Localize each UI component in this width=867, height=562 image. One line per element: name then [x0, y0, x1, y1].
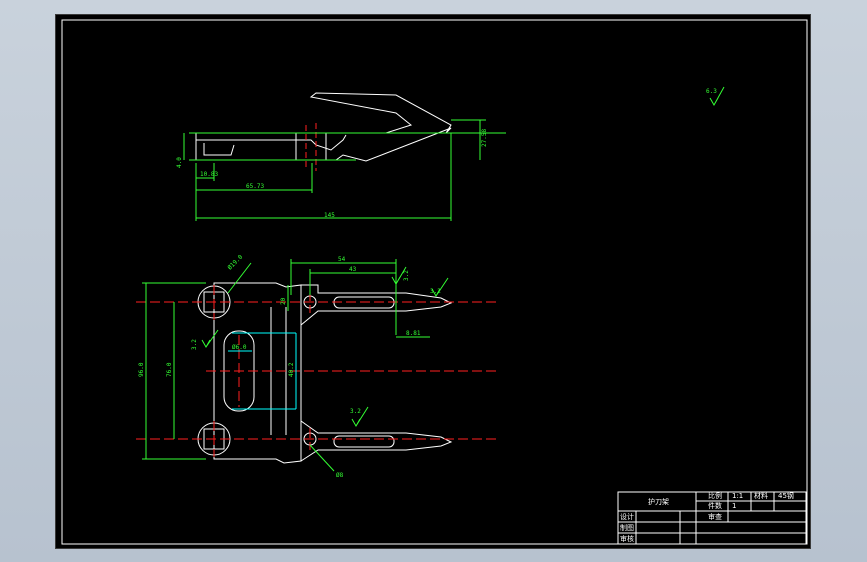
dim-right-height: 27.58 — [481, 129, 488, 147]
dim-left-inner: 76.0 — [166, 362, 173, 377]
title-scale-label: 比例 — [708, 491, 722, 500]
plan-view-upper-arm — [300, 284, 453, 326]
roughness-symbol-front-upper — [391, 266, 407, 286]
dim-overall-length: 145 — [324, 212, 335, 219]
dim-left-overall: 96.0 — [138, 362, 145, 377]
plan-view-lower-groove — [333, 435, 395, 448]
title-scale-value: 1:1 — [732, 492, 743, 500]
title-material-label: 材料 — [754, 491, 768, 500]
title-block-frame — [617, 491, 807, 545]
side-view-dimensions — [183, 119, 506, 221]
dim-bottom-hole: Ø8 — [336, 472, 344, 479]
title-review-label: 审查 — [708, 512, 722, 521]
title-material-value: 45钢 — [778, 491, 794, 500]
cad-viewport[interactable]: 145 65.73 10.83 4.0 27.58 — [55, 14, 811, 549]
dim-slot-width: Ø6.0 — [232, 344, 247, 351]
plan-view-dimensions — [142, 259, 430, 472]
dim-hole-dia-top: Ø19.0 — [226, 253, 244, 271]
title-block — [617, 491, 807, 545]
roughness-symbol-top-right — [709, 86, 725, 107]
side-view-outline — [195, 92, 452, 162]
plan-view — [197, 282, 453, 464]
roughness-label-front-lower: 3.2 — [350, 408, 361, 415]
roughness-symbols — [201, 86, 725, 428]
roughness-symbol-hole-left — [201, 329, 219, 349]
roughness-label-hole-left: 3.2 — [191, 339, 198, 350]
plan-view-center-lines — [136, 285, 496, 457]
dim-top-width: 54 — [338, 256, 346, 263]
cad-drawing-canvas: 145 65.73 10.83 4.0 27.58 — [61, 19, 808, 545]
roughness-label-front-upper: 3.2 — [403, 270, 410, 281]
title-check-label: 审核 — [620, 534, 634, 543]
title-design-label: 设计 — [620, 512, 634, 521]
dim-inner-width: 43 — [349, 266, 357, 273]
plan-view-lower-arm — [300, 420, 453, 462]
dim-arm-height: 20 — [280, 297, 287, 305]
side-view-center-lines — [305, 123, 317, 171]
side-view-base — [196, 134, 347, 151]
title-quantity-label: 件数 — [708, 501, 722, 510]
title-part-name: 护刀架 — [648, 497, 669, 506]
dim-tip-offset: 8.81 — [406, 330, 421, 337]
leader-pin-bottom — [309, 444, 335, 472]
roughness-label-top-right: 6.3 — [706, 88, 717, 95]
title-quantity-value: 1 — [732, 502, 736, 510]
plan-view-highlight — [228, 332, 297, 410]
dim-slot-height: 40.2 — [288, 362, 295, 377]
roughness-symbol-tip — [431, 277, 449, 298]
side-view-notch — [203, 143, 235, 156]
dim-left-height: 4.0 — [176, 157, 183, 168]
title-drawing-label: 制图 — [620, 523, 634, 532]
drawing-border — [61, 19, 808, 545]
dim-left-small: 10.83 — [200, 171, 218, 178]
leader-hole-top — [227, 262, 252, 294]
dim-mid-length: 65.73 — [246, 183, 264, 190]
roughness-symbol-front-lower — [351, 406, 369, 428]
roughness-label-tip: 3.2 — [430, 288, 441, 295]
side-view — [195, 92, 452, 162]
